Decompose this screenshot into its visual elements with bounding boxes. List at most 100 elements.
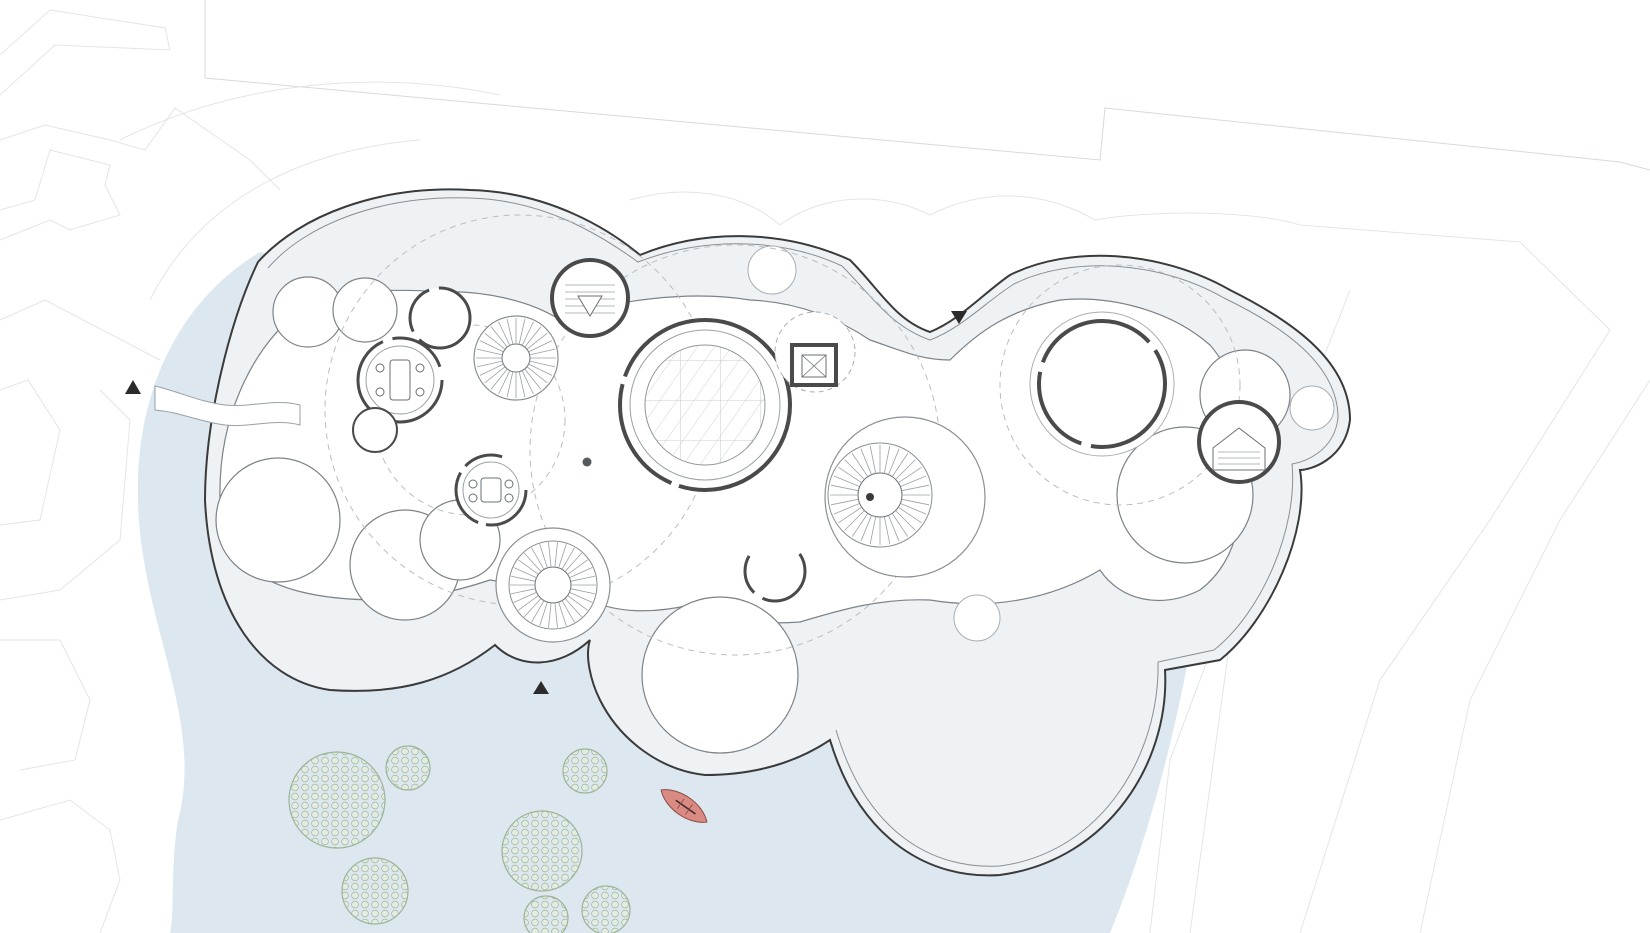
tree-icon: [288, 745, 631, 933]
stair-tread: [523, 552, 542, 572]
stair-tread: [860, 515, 872, 542]
table-icon: [454, 453, 528, 527]
stair-tread: [510, 575, 536, 582]
stair-tread: [844, 459, 865, 480]
stair-tread: [844, 510, 865, 531]
stair-tread: [883, 445, 891, 474]
stair-tread: [554, 542, 558, 568]
stair-tread: [895, 459, 916, 480]
stair-tread: [529, 348, 556, 356]
stair-tread: [900, 503, 927, 515]
stair-tread: [558, 543, 567, 569]
stair-tread: [891, 513, 909, 537]
entrance-marker-west: [125, 380, 141, 394]
stair-tread: [479, 340, 504, 353]
stair-tread: [888, 515, 900, 542]
stair-tread: [506, 318, 514, 345]
elevator-icon: [774, 311, 856, 393]
stair-tread: [851, 513, 869, 537]
stair-tread: [539, 601, 548, 627]
stair-tread: [484, 332, 506, 350]
stair-tread: [484, 366, 506, 384]
stair-tread: [523, 598, 542, 618]
stair-tread: [838, 506, 862, 524]
staircase-icon: [550, 258, 630, 338]
entrance-marker-south: [533, 681, 549, 694]
stair-tread: [554, 602, 558, 628]
stair-tread: [833, 475, 860, 487]
stair-tread: [521, 321, 534, 346]
stair-tread: [901, 498, 930, 506]
stair-tread: [830, 498, 859, 506]
stair-tread: [498, 370, 511, 395]
entry-path: [154, 385, 301, 427]
stair-tread: [570, 575, 596, 582]
stair-tread: [567, 595, 589, 611]
stair-tread: [517, 595, 539, 611]
stair-tread: [476, 348, 503, 356]
stair-tread: [569, 591, 593, 603]
stair-tread: [895, 510, 916, 531]
stair-tread: [490, 368, 508, 390]
spiral-staircase-icon: [473, 315, 559, 401]
stair-tread: [830, 484, 859, 492]
stair-tread: [521, 370, 534, 395]
stair-tread: [900, 475, 927, 487]
stair-tread: [569, 567, 593, 579]
staircase-icon: [1197, 400, 1281, 484]
table-icon: [356, 336, 444, 424]
stair-tread: [539, 543, 548, 569]
stair-tread: [564, 598, 583, 618]
stair-tread: [524, 368, 542, 390]
entrance-marker-north: [951, 311, 967, 324]
boat-icon: [660, 789, 708, 823]
stair-tread: [558, 601, 567, 627]
stair-tread: [891, 453, 909, 477]
stair-tread: [898, 506, 922, 524]
stair-tread: [510, 588, 536, 595]
stair-tread: [476, 360, 503, 368]
south-spiral-staircase-icon: [495, 527, 611, 643]
stair-tread: [518, 318, 526, 345]
stair-tread: [567, 559, 589, 575]
stair-tread: [498, 321, 511, 346]
stair-tread: [833, 503, 860, 515]
stair-tread: [531, 600, 545, 623]
stair-tread: [526, 332, 548, 350]
stair-tread: [883, 516, 891, 545]
stair-tread: [528, 340, 553, 353]
stair-tread: [564, 552, 583, 572]
large-spiral-staircase-icon: [824, 416, 986, 578]
stair-tread: [869, 445, 877, 474]
stair-tread: [513, 567, 537, 579]
small-room: [352, 407, 398, 453]
stair-tread: [860, 448, 872, 475]
stair-tread: [528, 363, 553, 376]
stair-tread: [531, 547, 545, 570]
stair-tread: [851, 453, 869, 477]
stair-tread: [524, 326, 542, 348]
column-dot: [582, 457, 592, 467]
stair-tread: [898, 466, 922, 484]
stair-tread: [529, 360, 556, 368]
stair-tread: [570, 588, 596, 595]
east-gallery: [1029, 311, 1175, 457]
stair-tread: [518, 371, 526, 398]
stair-tread: [513, 591, 537, 603]
stair-tread: [526, 366, 548, 384]
stair-tread: [506, 371, 514, 398]
small-room: [743, 539, 807, 603]
stair-tread: [517, 559, 539, 575]
stair-tread: [479, 363, 504, 376]
stair-tread: [838, 466, 862, 484]
stair-tread: [561, 547, 575, 570]
stair-tread: [490, 326, 508, 348]
stair-tread: [548, 602, 552, 628]
stair-tread: [901, 484, 930, 492]
stair-tread: [561, 600, 575, 623]
small-room: [408, 286, 472, 350]
stair-tread: [548, 542, 552, 568]
stair-tread: [869, 516, 877, 545]
stair-tread: [888, 448, 900, 475]
